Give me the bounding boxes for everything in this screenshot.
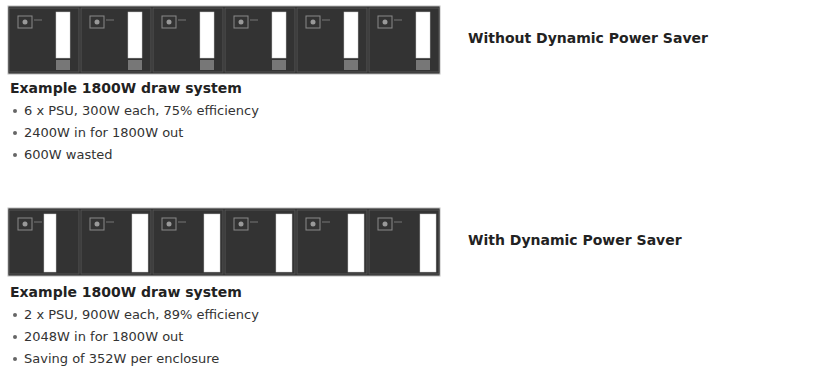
power-inlet-icon xyxy=(306,218,320,230)
bullet-item: 6 x PSU, 300W each, 75% efficiency xyxy=(24,103,259,118)
psu-handle xyxy=(420,214,436,272)
power-inlet-icon xyxy=(383,222,388,227)
example-heading: Example 1800W draw system xyxy=(10,284,242,300)
psu-handle xyxy=(128,12,142,58)
vent-mark xyxy=(394,222,402,223)
vent-mark xyxy=(34,20,42,21)
bullet-dot xyxy=(13,153,17,157)
psu-handle xyxy=(132,214,148,272)
bullet-item: 2 x PSU, 900W each, 89% efficiency xyxy=(24,307,259,322)
status-led xyxy=(416,60,430,70)
status-led xyxy=(272,60,286,70)
bullet-item-box: Saving of 352W per enclosure xyxy=(12,351,219,367)
enclosure-panel xyxy=(8,6,440,74)
power-inlet-icon xyxy=(23,222,28,227)
bullet-item-box: 2048W in for 1800W out xyxy=(12,329,183,345)
side-label: With Dynamic Power Saver xyxy=(468,232,682,248)
power-inlet-icon xyxy=(167,20,172,25)
psu-handle xyxy=(348,214,364,272)
power-inlet-icon xyxy=(311,222,316,227)
power-inlet-icon xyxy=(90,16,104,28)
psu-bay xyxy=(81,8,151,72)
psu-bay xyxy=(9,210,79,274)
example-heading: Example 1800W draw system xyxy=(10,80,242,96)
vent-mark xyxy=(250,20,258,21)
bullet-dot xyxy=(13,357,17,361)
power-inlet-icon xyxy=(239,20,244,25)
vent-mark xyxy=(178,20,186,21)
psu-handle xyxy=(204,214,220,272)
power-inlet-icon xyxy=(23,20,28,25)
psu-handle xyxy=(416,12,430,58)
psu-bay xyxy=(9,8,79,72)
power-inlet-icon xyxy=(234,16,248,28)
status-led xyxy=(200,60,214,70)
side-label-box: Without Dynamic Power Saver xyxy=(468,30,708,47)
psu-bay xyxy=(225,210,295,274)
vent-mark xyxy=(106,20,114,21)
psu-bay xyxy=(369,8,439,72)
psu-bay xyxy=(153,210,223,274)
side-label: Without Dynamic Power Saver xyxy=(468,30,708,46)
bullet-dot xyxy=(13,131,17,135)
status-led xyxy=(344,60,358,70)
psu-handle xyxy=(272,12,286,58)
bullet-item: 2400W in for 1800W out xyxy=(24,125,183,140)
psu-bay xyxy=(297,8,367,72)
vent-mark xyxy=(250,222,258,223)
vent-mark xyxy=(322,20,330,21)
vent-mark xyxy=(34,222,42,223)
power-inlet-icon xyxy=(167,222,172,227)
psu-bay xyxy=(153,8,223,72)
status-led xyxy=(128,60,142,70)
psu-handle xyxy=(276,214,292,272)
power-inlet-icon xyxy=(162,218,176,230)
power-inlet-icon xyxy=(239,222,244,227)
power-inlet-icon xyxy=(311,20,316,25)
bullet-item: Saving of 352W per enclosure xyxy=(24,351,219,366)
power-inlet-icon xyxy=(234,218,248,230)
vent-mark xyxy=(394,20,402,21)
power-inlet-icon xyxy=(90,218,104,230)
example-heading-box: Example 1800W draw system xyxy=(10,284,242,301)
power-inlet-icon xyxy=(95,222,100,227)
bullet-item: 2048W in for 1800W out xyxy=(24,329,183,344)
vent-mark xyxy=(178,222,186,223)
power-inlet-icon xyxy=(306,16,320,28)
psu-handle xyxy=(344,12,358,58)
bullet-item-box: 2400W in for 1800W out xyxy=(12,125,183,141)
bullet-item-box: 6 x PSU, 300W each, 75% efficiency xyxy=(12,103,259,119)
psu-handle xyxy=(200,12,214,58)
enclosure-panel xyxy=(8,208,440,276)
vent-mark xyxy=(106,222,114,223)
psu-bay xyxy=(297,210,367,274)
psu-bay xyxy=(225,8,295,72)
power-inlet-icon xyxy=(162,16,176,28)
power-inlet-icon xyxy=(378,218,392,230)
power-inlet-icon xyxy=(95,20,100,25)
power-inlet-icon xyxy=(18,218,32,230)
psu-bay xyxy=(369,210,439,274)
psu-bay xyxy=(81,210,151,274)
example-heading-box: Example 1800W draw system xyxy=(10,80,242,97)
bullet-item: 600W wasted xyxy=(24,147,113,162)
psu-handle xyxy=(44,214,56,272)
psu-handle xyxy=(56,12,70,58)
power-inlet-icon xyxy=(383,20,388,25)
side-label-box: With Dynamic Power Saver xyxy=(468,232,682,249)
bullet-item-box: 600W wasted xyxy=(12,147,113,163)
vent-mark xyxy=(322,222,330,223)
bullet-dot xyxy=(13,335,17,339)
bullet-dot xyxy=(13,109,17,113)
bullet-item-box: 2 x PSU, 900W each, 89% efficiency xyxy=(12,307,259,323)
power-inlet-icon xyxy=(18,16,32,28)
power-inlet-icon xyxy=(378,16,392,28)
bullet-dot xyxy=(13,313,17,317)
status-led xyxy=(56,60,70,70)
